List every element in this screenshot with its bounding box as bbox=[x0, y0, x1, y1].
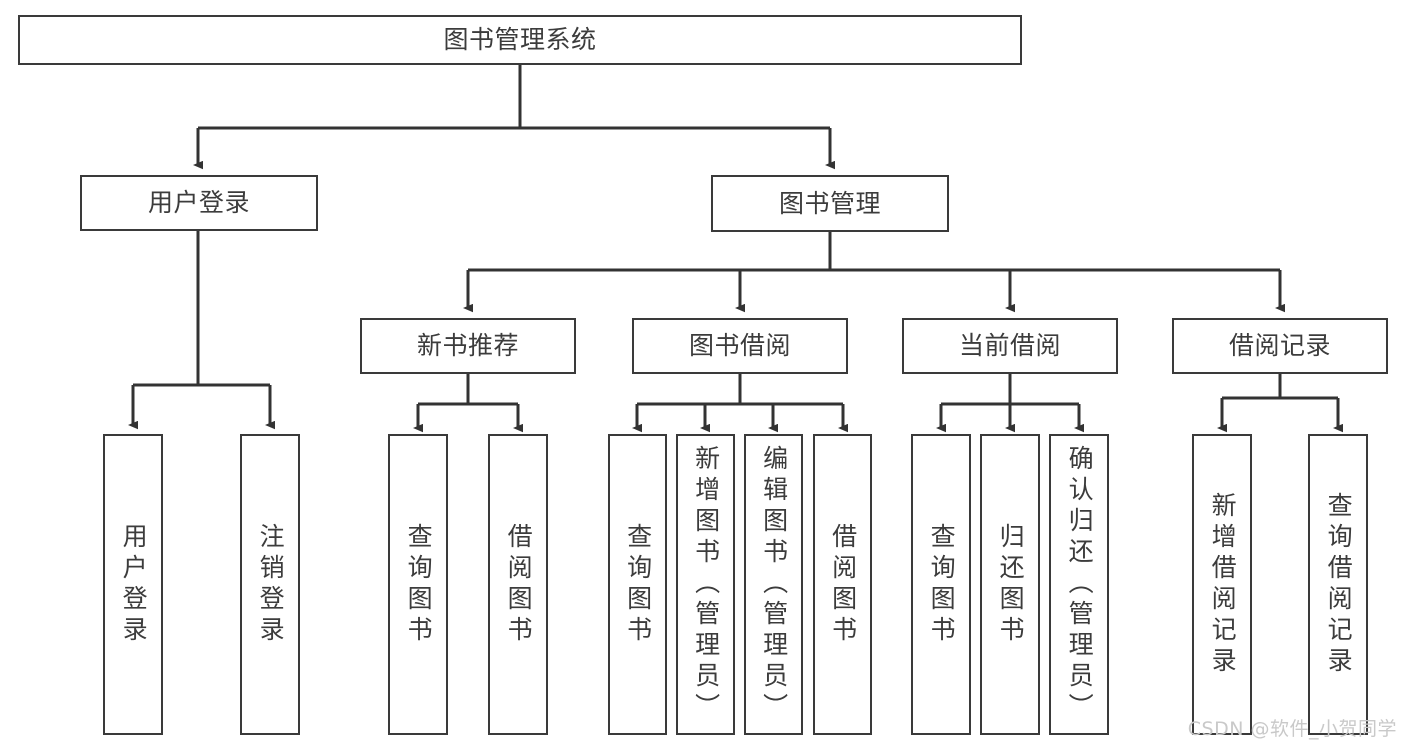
node-borrow-records[interactable]: 借阅记录 bbox=[1172, 318, 1388, 374]
node-current-borrow-label: 当前借阅 bbox=[958, 331, 1061, 361]
node-new-book-recommend[interactable]: 新书推荐 bbox=[360, 318, 576, 374]
leaf-new-book-query[interactable]: 查询图书 bbox=[388, 434, 448, 735]
leaf-borrow-add-book-label: 新增图书（管理员） bbox=[691, 445, 721, 724]
node-user-login[interactable]: 用户登录 bbox=[80, 175, 318, 231]
node-book-management[interactable]: 图书管理 bbox=[711, 175, 949, 232]
leaf-current-return-book[interactable]: 归还图书 bbox=[980, 434, 1040, 735]
leaf-borrow-edit-book[interactable]: 编辑图书（管理员） bbox=[744, 434, 803, 735]
leaf-new-book-borrow-label: 借阅图书 bbox=[504, 522, 534, 647]
node-user-login-label: 用户登录 bbox=[147, 188, 250, 218]
leaf-current-query-book[interactable]: 查询图书 bbox=[911, 434, 971, 735]
leaf-current-confirm-return-label: 确认归还（管理员） bbox=[1065, 445, 1095, 724]
node-root[interactable]: 图书管理系统 bbox=[18, 15, 1022, 65]
leaf-records-add-label: 新增借阅记录 bbox=[1208, 491, 1238, 678]
leaf-user-login-signout-label: 注销登录 bbox=[256, 522, 286, 647]
leaf-borrow-edit-book-label: 编辑图书（管理员） bbox=[759, 445, 789, 724]
leaf-borrow-add-book[interactable]: 新增图书（管理员） bbox=[676, 434, 735, 735]
leaf-new-book-query-label: 查询图书 bbox=[404, 522, 434, 647]
node-book-management-label: 图书管理 bbox=[778, 188, 881, 218]
leaf-records-query[interactable]: 查询借阅记录 bbox=[1308, 434, 1368, 735]
leaf-records-add[interactable]: 新增借阅记录 bbox=[1192, 434, 1252, 735]
leaf-current-query-book-label: 查询图书 bbox=[927, 522, 957, 647]
node-root-label: 图书管理系统 bbox=[443, 25, 597, 55]
leaf-borrow-borrow-book-label: 借阅图书 bbox=[828, 522, 858, 647]
node-book-borrow-label: 图书借阅 bbox=[688, 331, 791, 361]
leaf-user-login-signout[interactable]: 注销登录 bbox=[240, 434, 300, 735]
leaf-user-login-signin-label: 用户登录 bbox=[119, 522, 149, 647]
node-new-book-recommend-label: 新书推荐 bbox=[416, 331, 519, 361]
watermark: CSDN @软件_小贺同学 bbox=[1187, 718, 1397, 740]
leaf-current-confirm-return[interactable]: 确认归还（管理员） bbox=[1049, 434, 1109, 735]
leaf-new-book-borrow[interactable]: 借阅图书 bbox=[488, 434, 548, 735]
leaf-user-login-signin[interactable]: 用户登录 bbox=[103, 434, 163, 735]
leaf-current-return-book-label: 归还图书 bbox=[996, 522, 1026, 647]
node-borrow-records-label: 借阅记录 bbox=[1228, 331, 1331, 361]
leaf-borrow-query-book[interactable]: 查询图书 bbox=[608, 434, 667, 735]
node-book-borrow[interactable]: 图书借阅 bbox=[632, 318, 848, 374]
leaf-records-query-label: 查询借阅记录 bbox=[1324, 491, 1354, 678]
leaf-borrow-query-book-label: 查询图书 bbox=[623, 522, 653, 647]
node-current-borrow[interactable]: 当前借阅 bbox=[902, 318, 1118, 374]
leaf-borrow-borrow-book[interactable]: 借阅图书 bbox=[813, 434, 872, 735]
